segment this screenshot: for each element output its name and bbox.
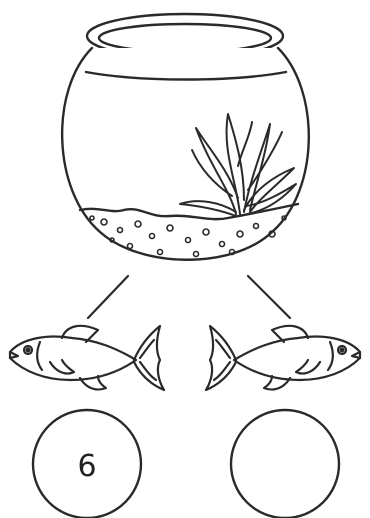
fishbowl-icon (62, 14, 309, 260)
right-fish-icon (206, 326, 360, 390)
left-connector-line (88, 276, 128, 318)
left-answer-text: 6 (77, 449, 96, 484)
left-answer-circle[interactable]: 6 (33, 410, 141, 518)
left-fish-icon (10, 326, 164, 390)
right-answer-circle[interactable] (231, 410, 339, 518)
right-connector-line (248, 276, 290, 318)
